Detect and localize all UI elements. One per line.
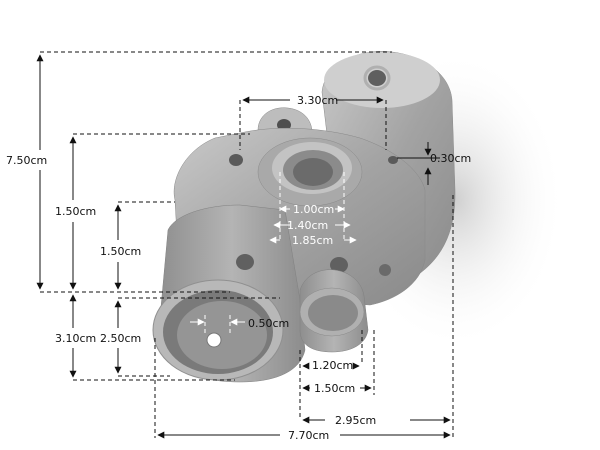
label-bore-middle: 1.40cm — [287, 219, 328, 232]
label-small-hole: 0.30cm — [430, 152, 471, 165]
large-tube-bore-inner — [177, 301, 267, 369]
rear-top-hole-rim — [363, 65, 391, 91]
label-small-tube-outer: 1.50cm — [314, 382, 355, 395]
left-screw-hole — [229, 154, 243, 166]
label-offset: 2.95cm — [335, 414, 376, 427]
label-overall-width: 7.70cm — [288, 429, 329, 442]
label-overall-height: 7.50cm — [6, 154, 47, 167]
large-tube-pin-hole — [206, 332, 222, 348]
label-tube-height: 2.50cm — [100, 332, 141, 345]
part-body — [152, 51, 456, 383]
label-bore-inner: 1.00cm — [293, 203, 334, 216]
label-hole-spacing: 3.30cm — [297, 94, 338, 107]
dimension-labels: 7.50cm 1.50cm 1.50cm 3.10cm 2.50cm 3.30c… — [6, 94, 471, 442]
right-side-screw-hole — [379, 264, 391, 276]
label-inner-height: 1.50cm — [100, 245, 141, 258]
rear-top-hole — [368, 70, 386, 86]
lower-left-screw-hole — [236, 254, 254, 270]
dimension-lines — [36, 51, 454, 439]
label-pin-hole: 0.50cm — [248, 317, 289, 330]
label-small-tube: 1.20cm — [312, 359, 353, 372]
mid-screw-hole — [330, 257, 348, 273]
label-lower-height: 3.10cm — [55, 332, 96, 345]
small-tube-bore — [308, 295, 358, 331]
boss-bore-inner — [293, 158, 333, 186]
right-screw-hole — [388, 156, 398, 164]
label-bore-outer: 1.85cm — [292, 234, 333, 247]
label-upper-height: 1.50cm — [55, 205, 96, 218]
